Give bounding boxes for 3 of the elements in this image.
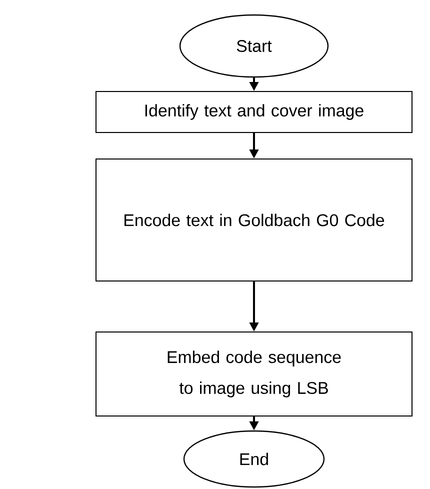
- process-box: Embed code sequence to image using LSB: [96, 332, 412, 416]
- process-box: Encode text in Goldbach G0 Code: [96, 158, 412, 282]
- process-box: Identify text and cover image: [96, 91, 412, 133]
